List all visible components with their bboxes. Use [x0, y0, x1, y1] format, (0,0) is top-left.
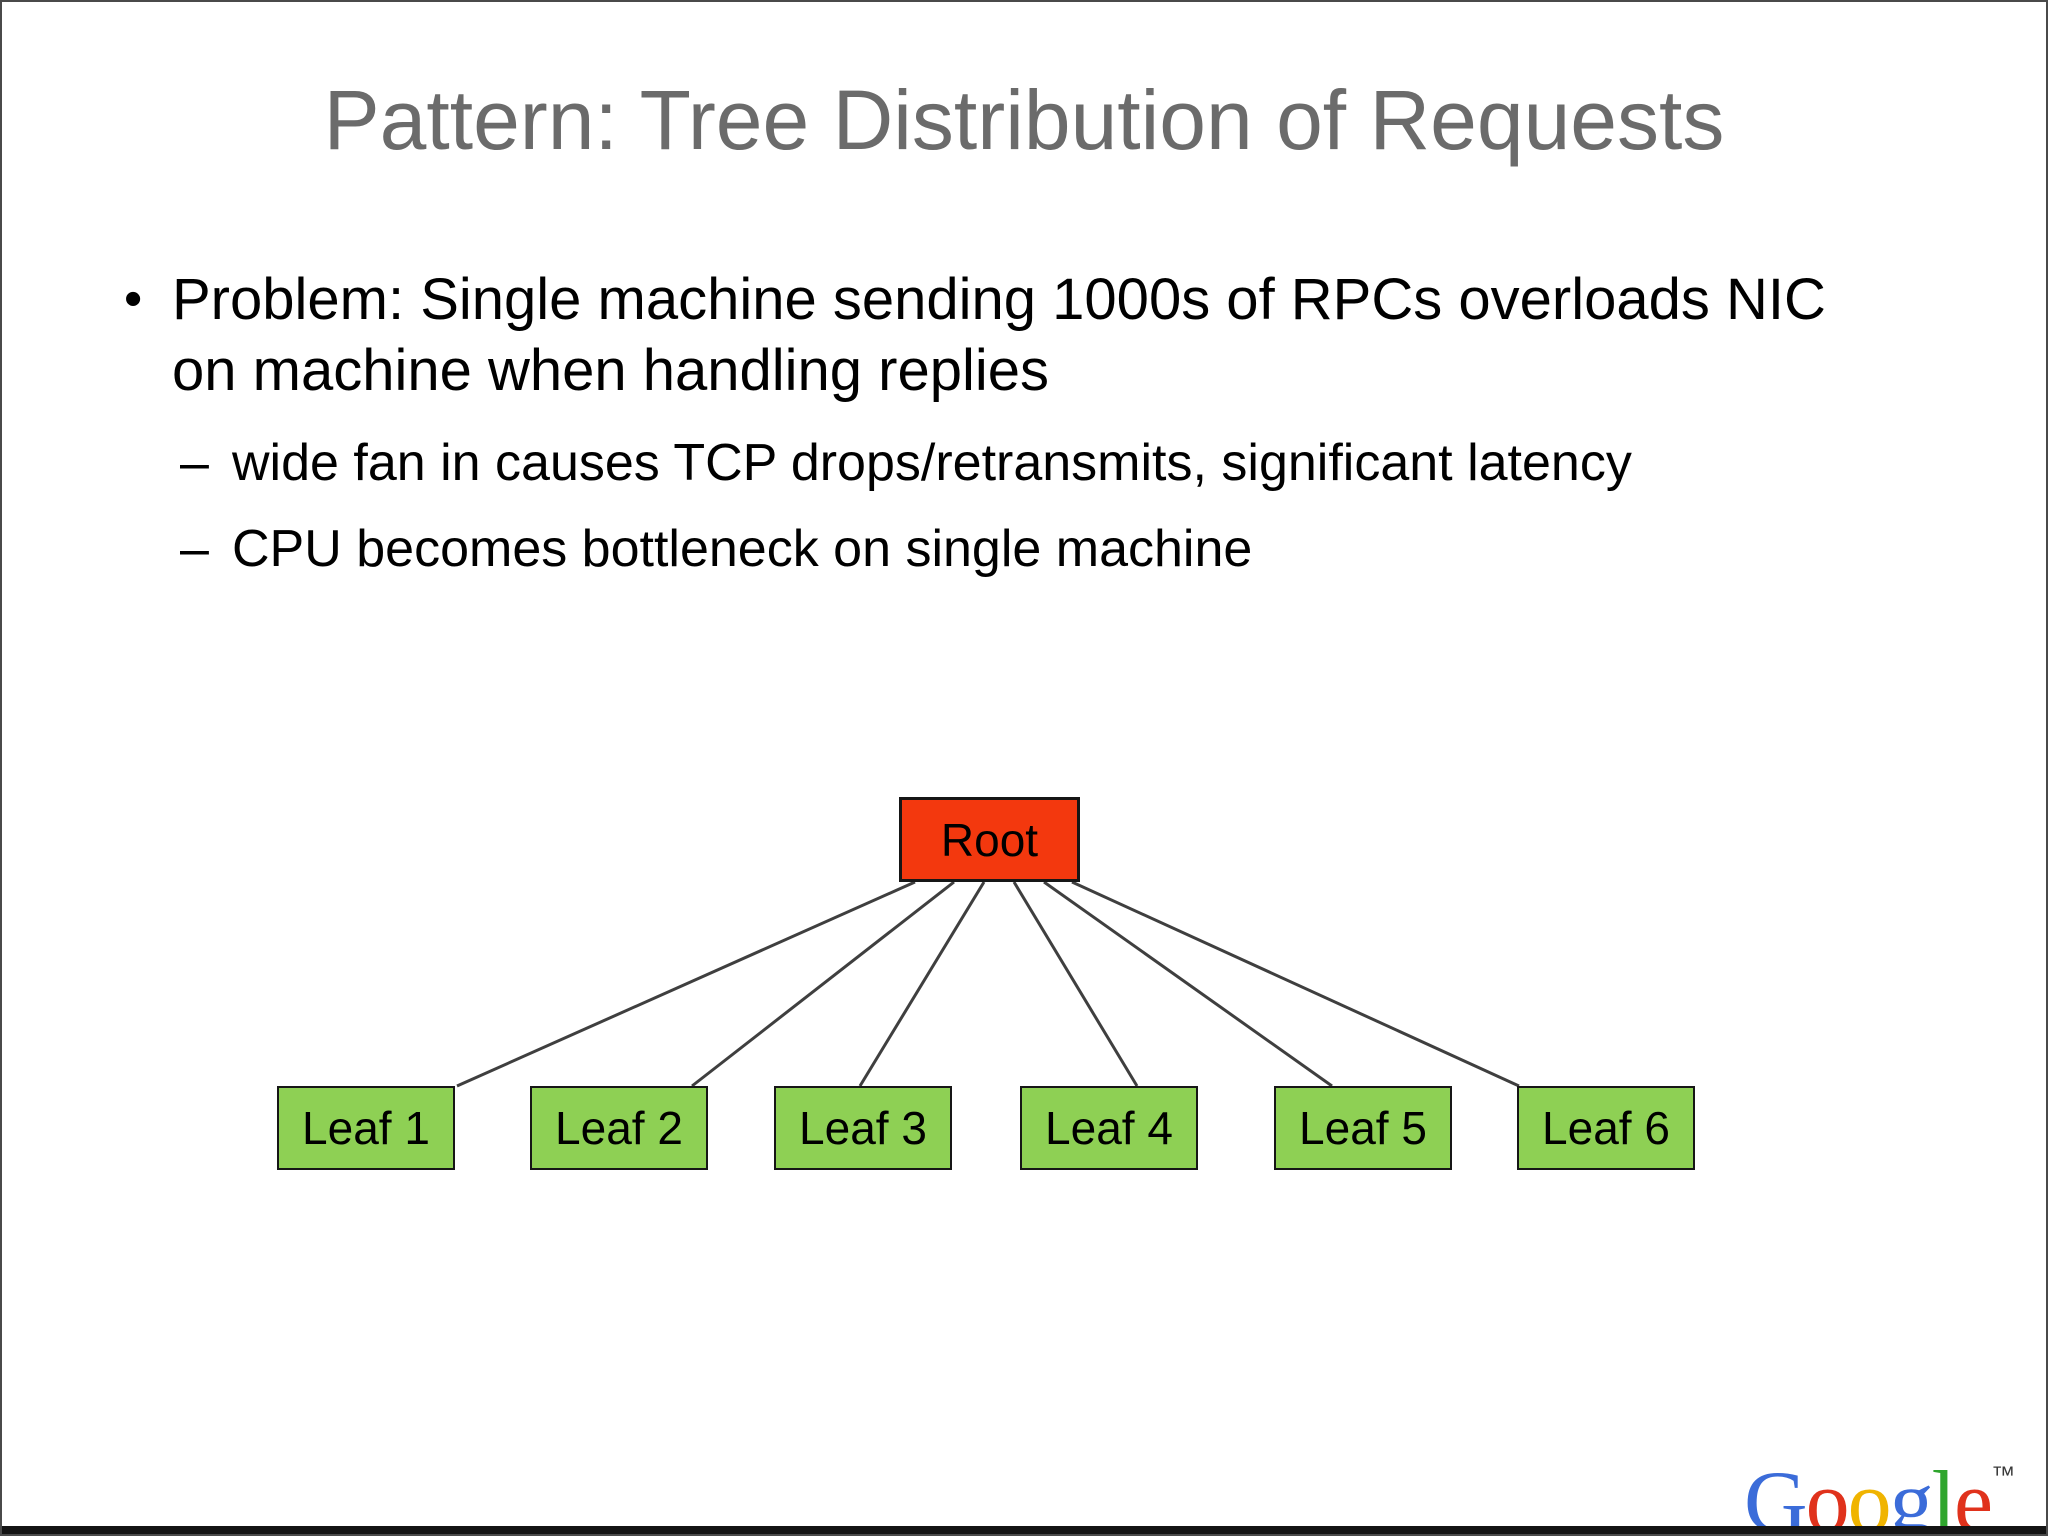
- tree-node-root: Root: [899, 797, 1080, 882]
- tree-node-label: Leaf 5: [1299, 1102, 1427, 1154]
- google-logo-letter: e: [1954, 1454, 1993, 1536]
- connector-line: [456, 880, 916, 1088]
- tree-node-leaf-5: Leaf 5: [1274, 1086, 1452, 1170]
- tree-node-label: Leaf 2: [555, 1102, 683, 1154]
- sub-bullet-marker: –: [180, 520, 209, 578]
- tree-node-label: Leaf 3: [799, 1102, 927, 1154]
- bullet-list: • Problem: Single machine sending 1000s …: [124, 264, 1924, 580]
- sub-bullet-marker: –: [180, 434, 209, 492]
- slide-title: Pattern: Tree Distribution of Requests: [323, 73, 1725, 167]
- connector-line: [691, 880, 955, 1088]
- tree-node-label: Leaf 1: [302, 1102, 430, 1154]
- google-logo: Google™: [1744, 1426, 2016, 1536]
- tree-node-leaf-6: Leaf 6: [1517, 1086, 1695, 1170]
- slide-bottom-border: [2, 1526, 2046, 1534]
- sub-bullet-text: wide fan in causes TCP drops/retransmits…: [232, 434, 1632, 492]
- connector-line: [1043, 880, 1333, 1088]
- sub-bullet-text: CPU becomes bottleneck on single machine: [232, 520, 1253, 578]
- tree-node-leaf-2: Leaf 2: [530, 1086, 708, 1170]
- bullet-marker: •: [124, 270, 143, 328]
- google-logo-letter: G: [1744, 1454, 1808, 1536]
- google-logo-letter: l: [1931, 1454, 1956, 1536]
- connector-line: [1012, 881, 1139, 1087]
- tree-node-label: Leaf 6: [1542, 1102, 1670, 1154]
- google-logo-letter: g: [1889, 1454, 1934, 1536]
- bullet-text: Problem: Single machine sending 1000s of…: [172, 267, 1826, 403]
- tree-node-label: Root: [940, 813, 1039, 866]
- google-logo-letter: o: [1805, 1454, 1850, 1536]
- sub-bullet-item: – CPU becomes bottleneck on single machi…: [180, 518, 1924, 580]
- tree-node-leaf-1: Leaf 1: [277, 1086, 455, 1170]
- sub-bullet-item: – wide fan in causes TCP drops/retransmi…: [180, 432, 1924, 494]
- connector-line: [858, 881, 986, 1087]
- bullet-item: • Problem: Single machine sending 1000s …: [124, 264, 1924, 406]
- tree-node-leaf-4: Leaf 4: [1020, 1086, 1198, 1170]
- google-logo-letter: o: [1847, 1454, 1892, 1536]
- connector-line: [1071, 880, 1520, 1088]
- trademark-symbol: ™: [1991, 1462, 2016, 1489]
- tree-node-label: Leaf 4: [1045, 1102, 1173, 1154]
- tree-node-leaf-3: Leaf 3: [774, 1086, 952, 1170]
